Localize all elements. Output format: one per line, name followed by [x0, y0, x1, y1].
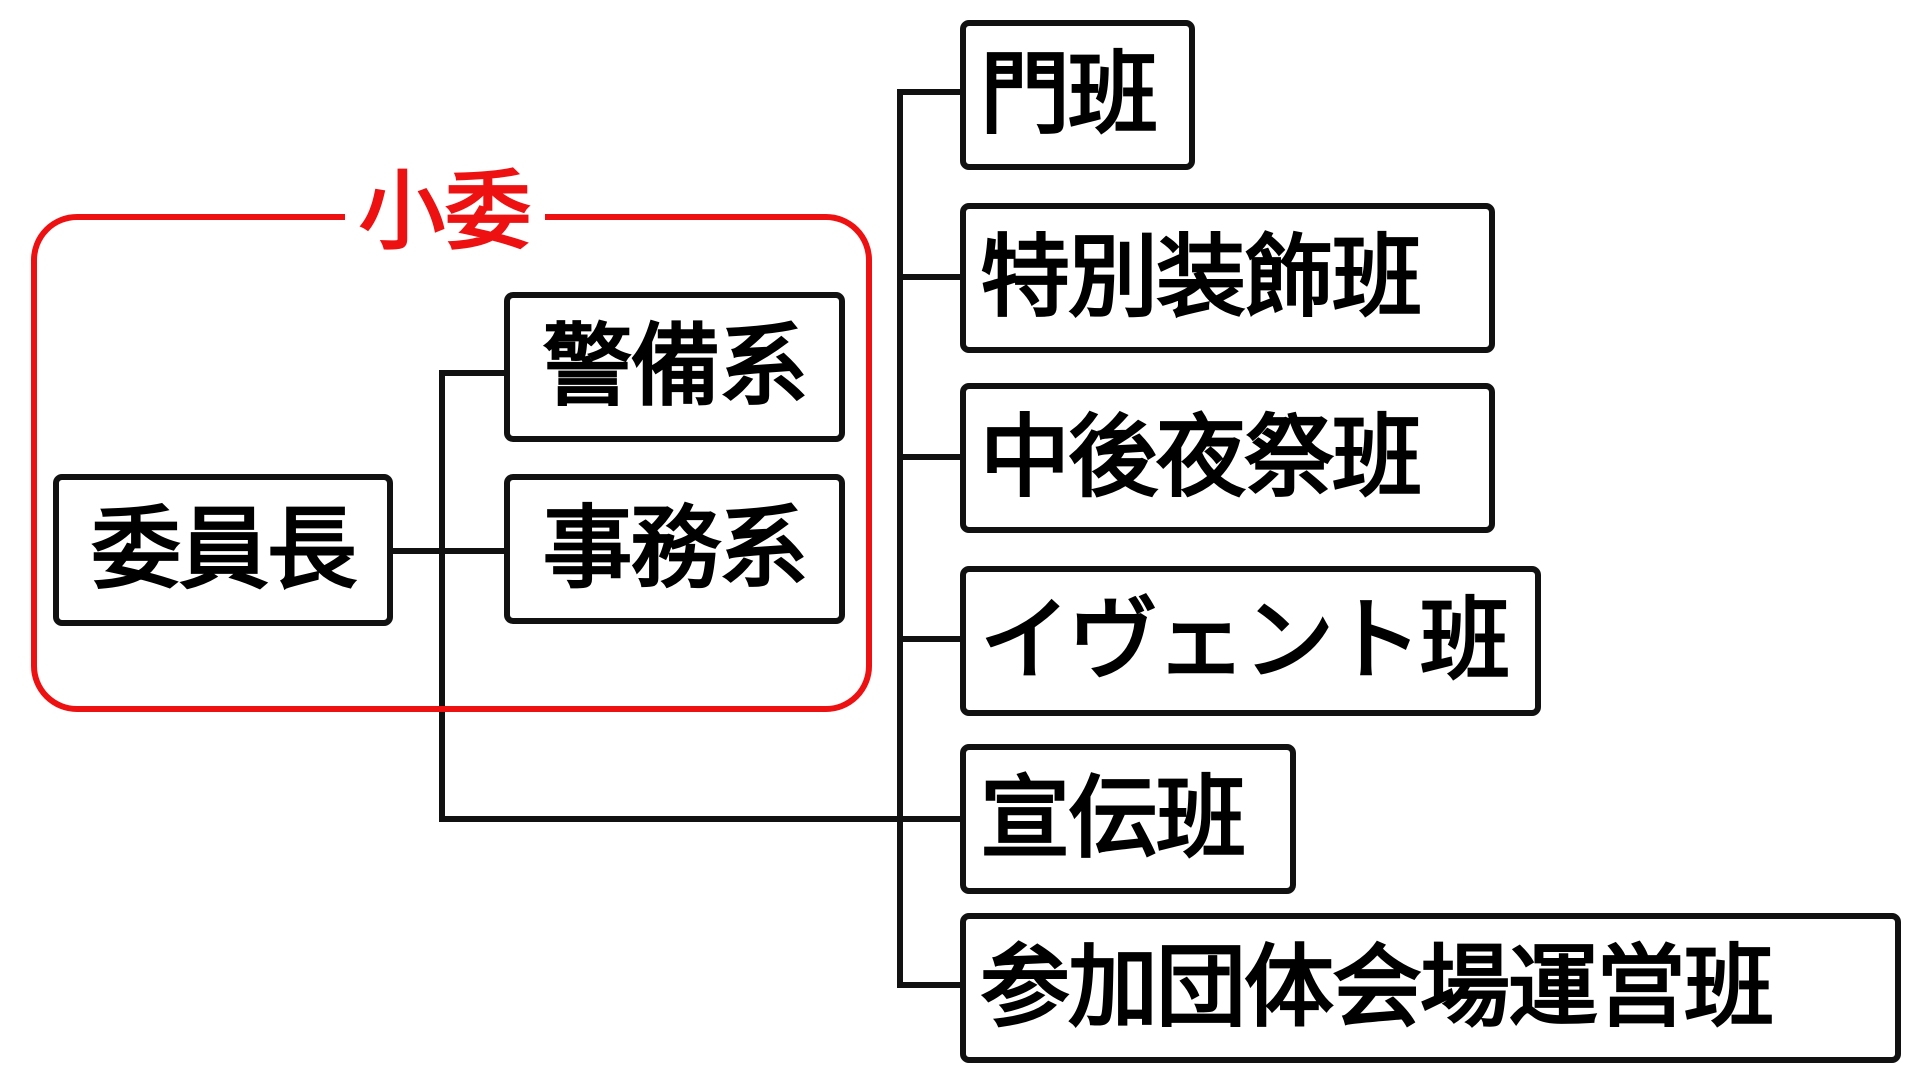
connector-right-trunk	[897, 89, 903, 988]
connector-branch-participant-venue	[897, 982, 965, 988]
subcommittee-label: 小委	[345, 162, 545, 262]
subcommittee-frame	[31, 214, 872, 712]
node-office: 事務系	[504, 474, 845, 624]
node-team-gate: 門班	[960, 20, 1195, 170]
connector-branch-post-night-festival	[897, 454, 965, 460]
connector-branch-gate	[897, 89, 965, 95]
connector-left-trunk	[439, 370, 445, 822]
node-team-special-decoration: 特別装飾班	[960, 203, 1495, 353]
node-team-post-night-festival: 中後夜祭班	[960, 383, 1495, 533]
node-team-event: イヴェント班	[960, 566, 1541, 716]
connector-bottom-link	[439, 816, 965, 822]
connector-branch-special-decoration	[897, 274, 965, 280]
connector-trunk-to-security	[439, 370, 509, 376]
node-team-publicity: 宣伝班	[960, 744, 1296, 894]
connector-chair-to-trunk	[388, 548, 508, 554]
node-chair: 委員長	[53, 474, 393, 626]
node-security: 警備系	[504, 292, 845, 442]
connector-branch-event	[897, 636, 965, 642]
node-team-participant-venue: 参加団体会場運営班	[960, 913, 1901, 1063]
